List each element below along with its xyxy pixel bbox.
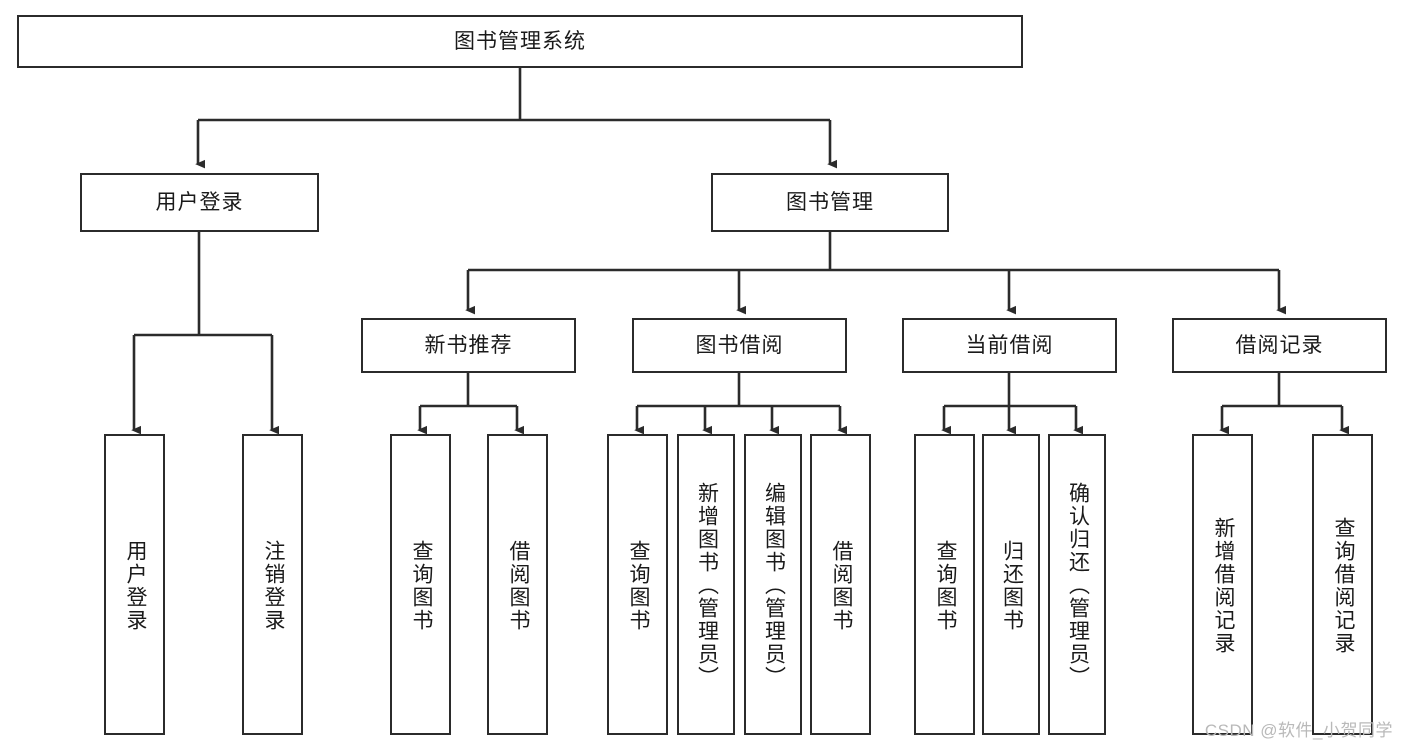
leaf-new-book-borrow-book[interactable]: 借阅图书 <box>487 434 548 735</box>
node-label: 查询图书 <box>626 539 650 632</box>
node-book-management[interactable]: 图书管理 <box>711 173 949 232</box>
node-label: 图书借阅 <box>695 333 784 357</box>
leaf-current-borrow-query-book[interactable]: 查询图书 <box>914 434 975 735</box>
node-label: 确认归还（管理员） <box>1066 482 1090 689</box>
leaf-book-borrow-add-book-admin[interactable]: 新增图书（管理员） <box>677 434 735 735</box>
node-book-borrow[interactable]: 图书借阅 <box>632 318 847 373</box>
node-label: 借阅图书 <box>829 539 853 632</box>
node-user-login[interactable]: 用户登录 <box>80 173 319 232</box>
leaf-book-borrow-query-book[interactable]: 查询图书 <box>607 434 668 735</box>
leaf-user-login-login[interactable]: 用户登录 <box>104 434 165 735</box>
leaf-current-borrow-confirm-return-admin[interactable]: 确认归还（管理员） <box>1048 434 1106 735</box>
node-label: 新书推荐 <box>424 333 513 357</box>
node-label: 用户登录 <box>155 190 244 214</box>
leaf-book-borrow-borrow-book[interactable]: 借阅图书 <box>810 434 871 735</box>
node-label: 图书管理系统 <box>454 29 586 53</box>
watermark: CSDN @软件_小贺同学 <box>1204 721 1393 740</box>
node-root-book-management-system[interactable]: 图书管理系统 <box>17 15 1023 68</box>
leaf-book-borrow-edit-book-admin[interactable]: 编辑图书（管理员） <box>744 434 802 735</box>
node-label: 用户登录 <box>123 539 147 632</box>
node-label: 当前借阅 <box>965 333 1054 357</box>
leaf-new-book-query-book[interactable]: 查询图书 <box>390 434 451 735</box>
leaf-current-borrow-return-book[interactable]: 归还图书 <box>982 434 1040 735</box>
node-label: 查询图书 <box>409 539 433 632</box>
node-label: 查询图书 <box>933 539 957 632</box>
node-label: 借阅图书 <box>506 539 530 632</box>
node-label: 注销登录 <box>261 539 285 632</box>
node-label: 新增图书（管理员） <box>695 482 719 689</box>
node-new-book-recommend[interactable]: 新书推荐 <box>361 318 576 373</box>
node-label: 归还图书 <box>1000 539 1024 632</box>
leaf-borrow-record-query-record[interactable]: 查询借阅记录 <box>1312 434 1373 735</box>
leaf-borrow-record-add-record[interactable]: 新增借阅记录 <box>1192 434 1253 735</box>
node-current-borrow[interactable]: 当前借阅 <box>902 318 1117 373</box>
node-label: 编辑图书（管理员） <box>762 482 786 689</box>
node-borrow-record[interactable]: 借阅记录 <box>1172 318 1387 373</box>
leaf-user-login-logout[interactable]: 注销登录 <box>242 434 303 735</box>
node-label: 借阅记录 <box>1235 333 1324 357</box>
node-label: 图书管理 <box>786 190 874 214</box>
node-label: 查询借阅记录 <box>1331 516 1355 655</box>
node-label: 新增借阅记录 <box>1211 516 1235 655</box>
